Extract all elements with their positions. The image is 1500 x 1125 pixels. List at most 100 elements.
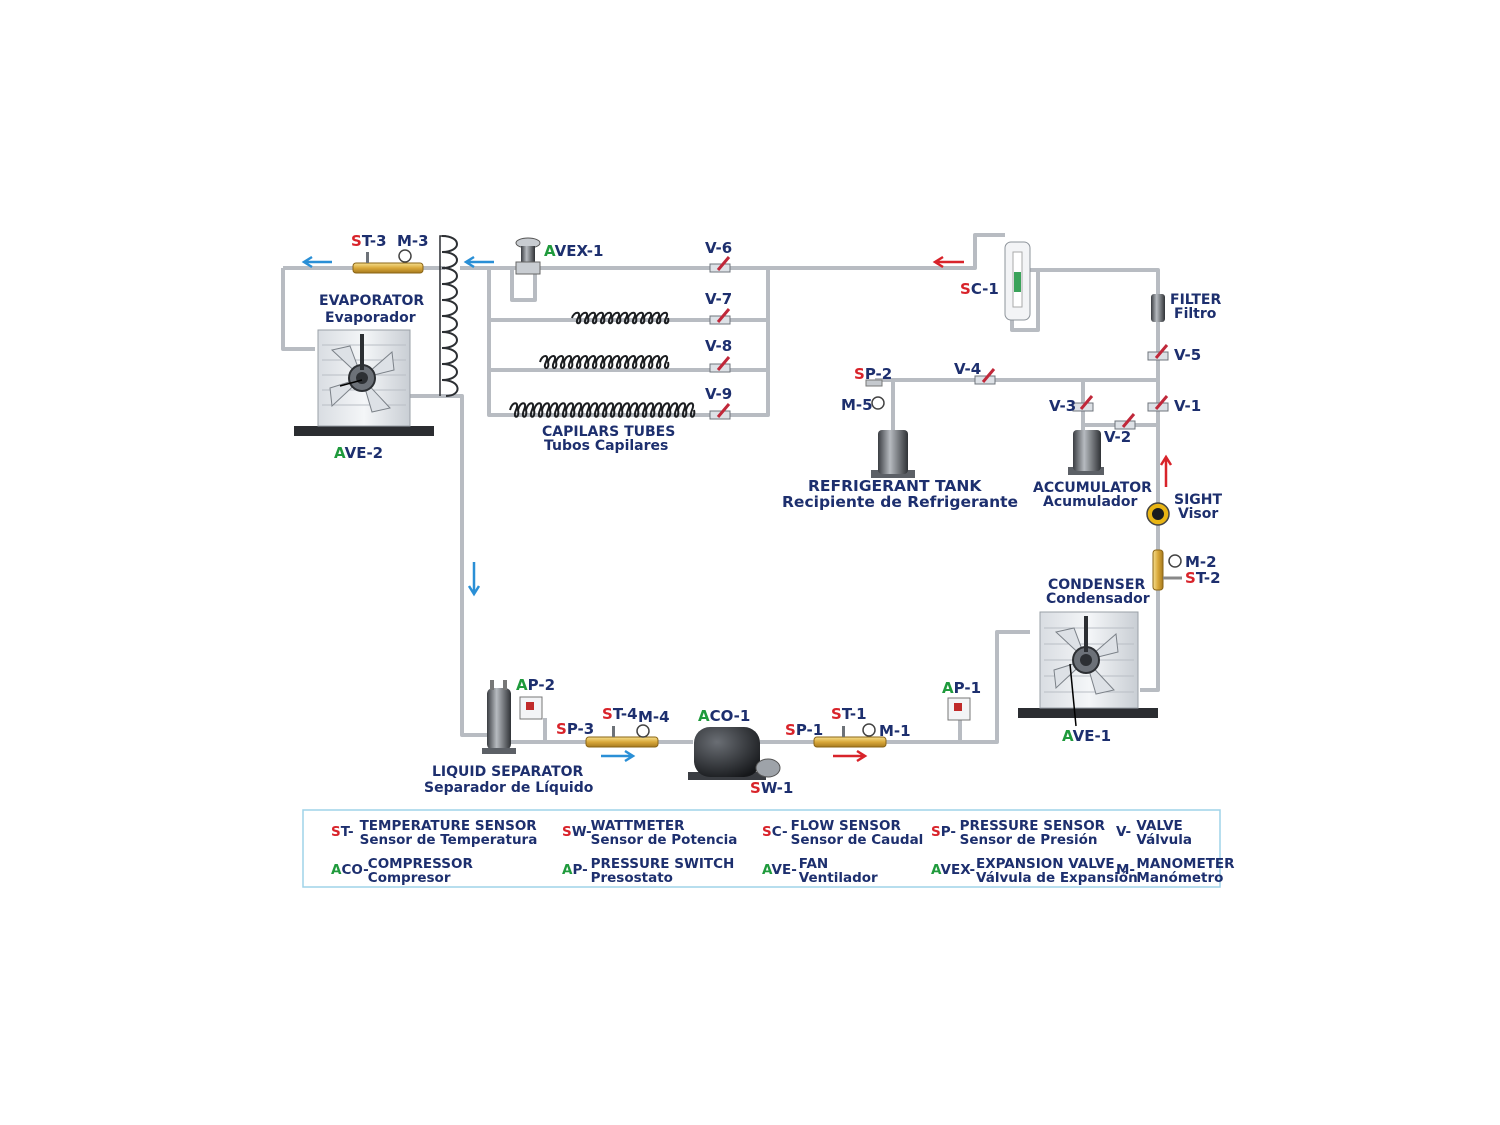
valve-icon [709,308,731,325]
label-ap-2: AP-2 [516,676,555,694]
legend-term: VALVE [1136,818,1182,834]
legend-term-es: Válvula [1136,832,1192,848]
legend-code: ACO- [331,862,369,878]
valves [709,256,1169,430]
legend-term: COMPRESSOR [368,856,474,872]
valve-icon [709,356,731,373]
legend-term: WATTMETER [591,818,685,834]
fan-icon [1053,616,1119,695]
valve-icon [1147,344,1169,361]
label-m-1: M-1 [879,722,911,740]
legend-term-es: Sensor de Potencia [591,832,738,848]
label-condenser: CONDENSER [1048,577,1145,593]
label-v-7: V-7 [705,290,732,308]
legend-code: V- [1116,824,1131,840]
label-st-4: ST-4 [602,705,638,723]
legend-term-es: Presostato [591,870,673,886]
legend-term-es: Sensor de Presión [960,832,1098,848]
legend-term: FAN [799,856,828,872]
label-acumulador: Acumulador [1043,494,1138,510]
legend-code: AVEX- [931,862,975,878]
legend-term: EXPANSION VALVE [976,856,1115,872]
label-filtro: Filtro [1174,306,1217,322]
label-st-2: ST-2 [1185,569,1221,587]
label-v-2: V-2 [1104,428,1131,446]
label-filter: FILTER [1170,292,1221,308]
legend-code: SC- [762,824,788,840]
label-tubos-capilares: Tubos Capilares [544,438,668,454]
label-evaporador: Evaporador [325,310,416,326]
manometer-icon [398,249,412,263]
liquid-separator [482,680,516,754]
valve-icon [1114,413,1136,430]
legend-code: AVE- [762,862,797,878]
valve-icon [1072,395,1094,412]
legend-term: PRESSURE SWITCH [591,856,735,872]
legend-code: AP- [562,862,588,878]
label-ave-1: AVE-1 [1062,727,1111,745]
label-sc-1: SC-1 [960,280,999,298]
legend-code: M- [1116,862,1135,878]
filter-unit [1151,294,1165,322]
label-accumulator: ACCUMULATOR [1033,480,1152,496]
evaporator-unit [294,329,434,436]
label-m-4: M-4 [638,708,670,726]
flow-sensor [1004,241,1031,321]
legend-term-es: Válvula de Expansión [976,870,1138,886]
label-aco-1: ACO-1 [698,707,750,725]
label-refrigerant-tank: REFRIGERANT TANK [808,477,982,495]
st-4-sensor [585,724,659,748]
label-separador: Separador de Líquido [424,780,594,796]
refrigerant-tank [865,379,915,478]
label-ap-1: AP-1 [942,679,981,697]
label-m-5: M-5 [841,396,873,414]
legend-term-es: Sensor de Temperatura [360,832,538,848]
label-v-5: V-5 [1174,346,1201,364]
label-v-3: V-3 [1049,397,1076,415]
expansion-valve [515,237,541,275]
legend-term: FLOW SENSOR [791,818,902,834]
label-v-6: V-6 [705,239,732,257]
accumulator-unit [1068,430,1104,475]
sight-glass [1146,502,1170,526]
valve-icon [709,256,731,273]
legend-term: PRESSURE SENSOR [960,818,1106,834]
legend-code: ST- [331,824,354,840]
label-v-1: V-1 [1174,397,1201,415]
label-v-4: V-4 [954,360,981,378]
legend-term: TEMPERATURE SENSOR [360,818,538,834]
label-avex-1: AVEX-1 [544,242,603,260]
valve-icon [709,403,731,420]
label-v-9: V-9 [705,385,732,403]
label-evaporator: EVAPORATOR [319,293,424,309]
label-st-1: ST-1 [831,705,867,723]
legend-term-es: Compresor [368,870,451,886]
legend-term: MANOMETER [1136,856,1235,872]
component-labels: ST-3 M-3 AVEX-1 V-6 V-7 V-8 V-9 SC-1 FIL… [319,232,1223,797]
label-sp-3: SP-3 [556,720,594,738]
label-recipiente: Recipiente de Refrigerante [782,493,1018,511]
label-condensador: Condensador [1046,591,1150,607]
st-1-sensor [813,723,887,748]
condenser-unit [1018,611,1158,727]
capillary-tubes [509,311,696,418]
flow-arrows [301,255,1173,763]
valve-icon [974,368,996,385]
label-capilars-tubes: CAPILARS TUBES [542,424,675,440]
label-ave-2: AVE-2 [334,444,383,462]
heat-exchanger-coil [441,235,459,397]
pressure-switch-ap-2 [519,696,543,720]
label-m-3: M-3 [397,232,429,250]
valve-icon [1147,395,1169,412]
label-visor: Visor [1178,506,1218,522]
legend-term-es: Manómetro [1136,870,1223,886]
label-sp-2: SP-2 [854,365,892,383]
fan-icon [329,334,395,413]
legend-code: SP- [931,824,956,840]
label-sw-1: SW-1 [750,779,793,797]
legend-term-es: Sensor de Caudal [791,832,924,848]
legend-term-es: Ventilador [799,870,878,886]
legend-code: SW- [562,824,592,840]
